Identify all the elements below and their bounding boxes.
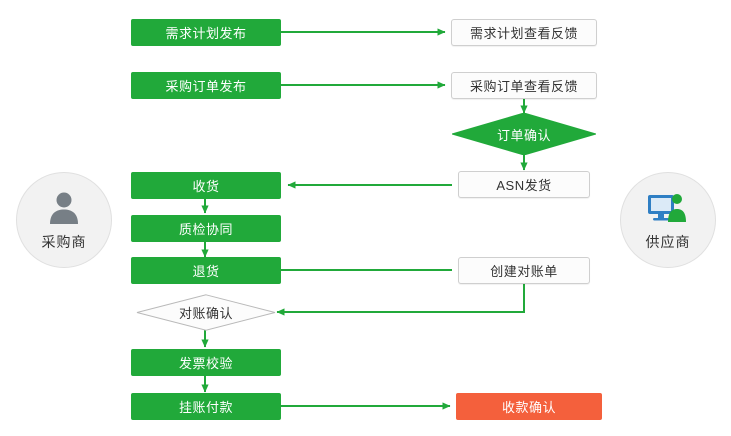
node-asn-ship[interactable]: ASN发货 <box>458 171 590 198</box>
actor-buyer-label: 采购商 <box>41 234 87 250</box>
node-receipt-confirm[interactable]: 收款确认 <box>456 393 602 420</box>
node-invoice-check[interactable]: 发票校验 <box>131 349 281 376</box>
node-receipt-confirm-label: 收款确认 <box>501 400 556 415</box>
diamond-shape-statement-confirm <box>136 294 276 331</box>
node-quality-collab[interactable]: 质检协同 <box>131 215 281 242</box>
node-invoice-check-label: 发票校验 <box>178 356 233 371</box>
person-monitor-icon <box>645 188 691 228</box>
actor-buyer: 采购商 <box>16 172 112 268</box>
node-purchase-order-publish[interactable]: 采购订单发布 <box>131 72 281 99</box>
node-purchase-order-feedback-label: 采购订单查看反馈 <box>469 79 578 94</box>
node-return-goods[interactable]: 退货 <box>131 257 281 284</box>
node-demand-plan-publish-label: 需求计划发布 <box>165 26 247 41</box>
node-purchase-order-publish-label: 采购订单发布 <box>165 79 247 94</box>
node-statement-confirm-label: 对账确认 <box>178 306 233 321</box>
actor-supplier: 供应商 <box>620 172 716 268</box>
node-demand-plan-feedback-label: 需求计划查看反馈 <box>469 26 578 41</box>
node-receive-goods-label: 收货 <box>192 179 220 194</box>
node-return-goods-label: 退货 <box>192 264 220 279</box>
node-asn-ship-label: ASN发货 <box>496 178 552 193</box>
node-create-statement-label: 创建对账单 <box>490 264 558 279</box>
node-order-confirm-label: 订单确认 <box>496 127 551 143</box>
actor-supplier-label: 供应商 <box>645 234 691 250</box>
node-pending-payment-label: 挂账付款 <box>178 400 233 415</box>
node-purchase-order-feedback[interactable]: 采购订单查看反馈 <box>451 72 597 99</box>
node-create-statement[interactable]: 创建对账单 <box>458 257 590 284</box>
node-demand-plan-feedback[interactable]: 需求计划查看反馈 <box>451 19 597 46</box>
node-pending-payment[interactable]: 挂账付款 <box>131 393 281 420</box>
person-icon <box>44 188 84 228</box>
node-quality-collab-label: 质检协同 <box>178 222 233 237</box>
node-statement-confirm[interactable]: 对账确认 <box>136 294 276 331</box>
node-demand-plan-publish[interactable]: 需求计划发布 <box>131 19 281 46</box>
node-order-confirm[interactable]: 订单确认 <box>450 112 598 156</box>
node-receive-goods[interactable]: 收货 <box>131 172 281 199</box>
